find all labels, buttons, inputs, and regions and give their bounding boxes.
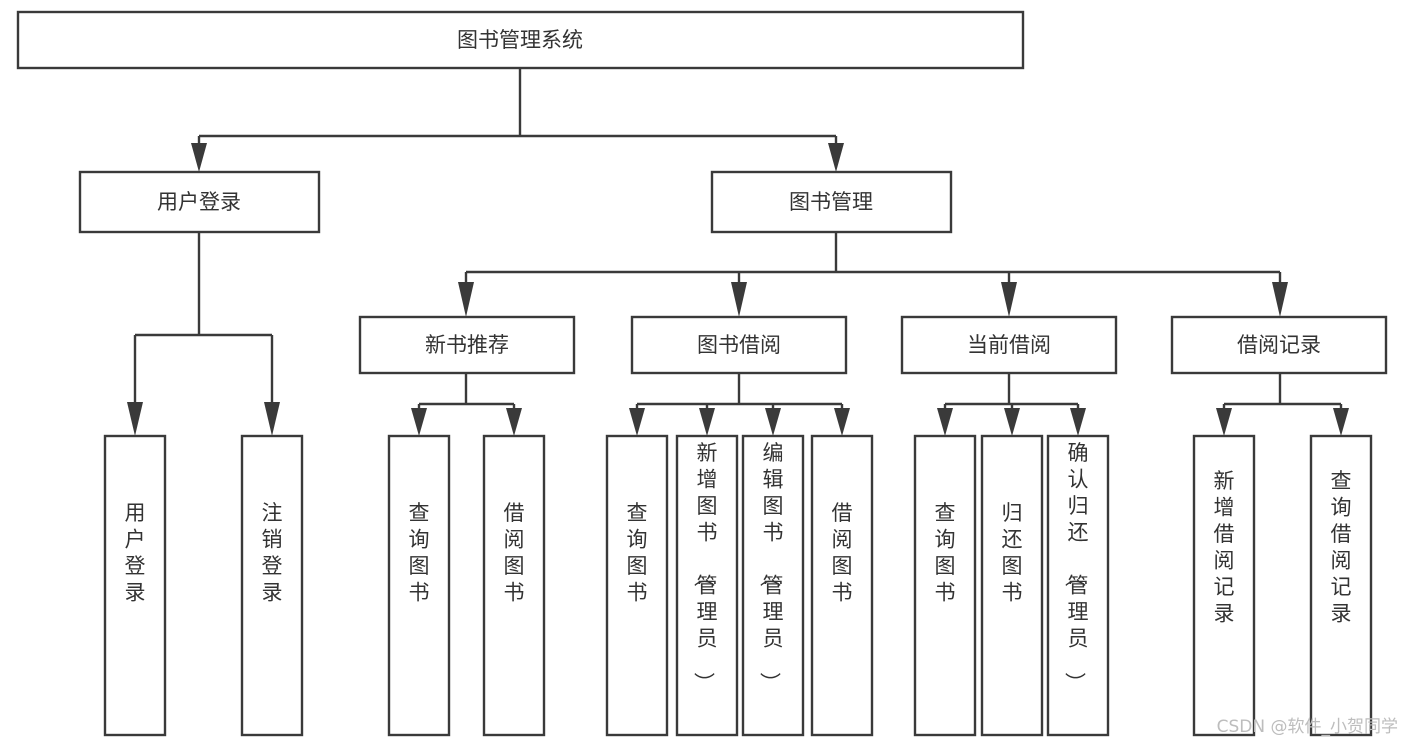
node-leaf-return-book-label: 归还图书 <box>1002 501 1023 605</box>
node-current-borrow-label: 当前借阅 <box>967 333 1051 357</box>
node-leaf-add-book-box[interactable] <box>675 434 739 737</box>
node-leaf-query-book-3[interactable]: 查询图书 <box>913 434 977 737</box>
node-new-book-rec[interactable]: 新书推荐 <box>358 315 576 375</box>
node-leaf-borrow-book-2-label: 借阅图书 <box>832 501 853 605</box>
node-borrow-record[interactable]: 借阅记录 <box>1170 315 1388 375</box>
node-leaf-borrow-book-2-box[interactable] <box>810 434 874 737</box>
node-leaf-query-book-1[interactable]: 查询图书 <box>387 434 451 737</box>
node-leaf-query-book-1-label: 查询图书 <box>409 501 430 605</box>
node-leaf-borrow-book-1[interactable]: 借阅图书 <box>482 434 546 737</box>
node-leaf-add-record-label: 新增借阅记录 <box>1214 469 1235 626</box>
node-leaf-return-book-box[interactable] <box>980 434 1044 737</box>
node-current-borrow[interactable]: 当前借阅 <box>900 315 1118 375</box>
node-leaf-logout[interactable]: 注销登录 <box>240 434 304 737</box>
node-root-label: 图书管理系统 <box>457 28 583 52</box>
node-leaf-query-record[interactable]: 查询借阅记录 <box>1309 434 1373 737</box>
node-leaf-user-login[interactable]: 用户登录 <box>103 434 167 737</box>
arrow-head-leaf-return-book <box>1004 408 1020 436</box>
node-leaf-logout-label: 注销登录 <box>262 501 283 605</box>
node-leaf-query-book-2-label: 查询图书 <box>627 501 648 605</box>
arrow-head-borrow-record <box>1272 282 1288 317</box>
node-borrow-record-box[interactable] <box>1170 315 1388 375</box>
node-leaf-borrow-book-1-box[interactable] <box>482 434 546 737</box>
arrow-head-book-manage <box>828 143 844 172</box>
node-leaf-query-record-label: 查询借阅记录 <box>1331 469 1352 626</box>
node-leaf-user-login-label: 用户登录 <box>125 501 146 605</box>
node-leaf-query-book-2-box[interactable] <box>605 434 669 737</box>
node-user-login-box[interactable] <box>78 170 321 234</box>
node-leaf-confirm-return-label: 确认归还（管理员） <box>1063 441 1089 693</box>
node-leaf-confirm-return-box[interactable] <box>1046 434 1110 737</box>
arrow-head-leaf-add-book <box>699 408 715 436</box>
node-leaf-user-login-box[interactable] <box>103 434 167 737</box>
csdn-watermark: CSDN @软件_小贺同学 <box>1217 717 1398 737</box>
node-root[interactable]: 图书管理系统 <box>16 10 1025 70</box>
node-leaf-logout-box[interactable] <box>240 434 304 737</box>
node-book-borrow[interactable]: 图书借阅 <box>630 315 848 375</box>
node-book-manage[interactable]: 图书管理 <box>710 170 953 234</box>
node-book-manage-box[interactable] <box>710 170 953 234</box>
arrow-head-leaf-query-book-1 <box>411 408 427 436</box>
leaf-layer: 用户登录 注销登录 查询图书 借阅图书 查询图书 新增图书（管理员） <box>103 434 1373 737</box>
node-leaf-query-book-1-box[interactable] <box>387 434 451 737</box>
arrow-head-new-book-rec <box>458 282 474 317</box>
node-new-book-rec-label: 新书推荐 <box>425 333 509 357</box>
node-leaf-edit-book-label: 编辑图书（管理员） <box>758 441 784 693</box>
arrow-head-leaf-borrow-book-1 <box>506 408 522 436</box>
arrow-head-leaf-logout <box>264 402 280 436</box>
arrow-head-leaf-borrow-book-2 <box>834 408 850 436</box>
node-leaf-query-book-3-box[interactable] <box>913 434 977 737</box>
arrow-head-leaf-query-book-3 <box>937 408 953 436</box>
node-leaf-add-record[interactable]: 新增借阅记录 <box>1192 434 1256 737</box>
arrow-head-user-login <box>191 143 207 172</box>
arrow-head-leaf-query-book-2 <box>629 408 645 436</box>
node-new-book-rec-box[interactable] <box>358 315 576 375</box>
node-leaf-confirm-return[interactable]: 确认归还（管理员） <box>1046 434 1110 737</box>
node-user-login[interactable]: 用户登录 <box>78 170 321 234</box>
node-leaf-query-book-2[interactable]: 查询图书 <box>605 434 669 737</box>
node-book-borrow-label: 图书借阅 <box>697 333 781 357</box>
node-user-login-label: 用户登录 <box>157 190 241 214</box>
connector-layer <box>127 68 1349 436</box>
node-leaf-query-record-box[interactable] <box>1309 434 1373 737</box>
arrow-head-leaf-confirm-return <box>1070 408 1086 436</box>
node-leaf-query-book-3-label: 查询图书 <box>935 501 956 605</box>
node-book-manage-label: 图书管理 <box>789 190 873 214</box>
arrow-head-leaf-user-login <box>127 402 143 436</box>
node-leaf-edit-book-box[interactable] <box>741 434 805 737</box>
node-root-box[interactable] <box>16 10 1025 70</box>
node-leaf-add-book[interactable]: 新增图书（管理员） <box>675 434 739 737</box>
node-leaf-add-book-label: 新增图书（管理员） <box>692 441 718 693</box>
node-leaf-edit-book[interactable]: 编辑图书（管理员） <box>741 434 805 737</box>
arrow-head-leaf-edit-book <box>765 408 781 436</box>
node-leaf-return-book[interactable]: 归还图书 <box>980 434 1044 737</box>
arrow-head-book-borrow <box>731 282 747 317</box>
node-book-borrow-box[interactable] <box>630 315 848 375</box>
node-leaf-borrow-book-1-label: 借阅图书 <box>504 501 525 605</box>
arrow-head-leaf-query-record <box>1333 408 1349 436</box>
arrow-head-leaf-add-record <box>1216 408 1232 436</box>
node-leaf-add-record-box[interactable] <box>1192 434 1256 737</box>
node-leaf-borrow-book-2[interactable]: 借阅图书 <box>810 434 874 737</box>
node-borrow-record-label: 借阅记录 <box>1237 333 1321 357</box>
arrow-head-current-borrow <box>1001 282 1017 317</box>
node-current-borrow-box[interactable] <box>900 315 1118 375</box>
